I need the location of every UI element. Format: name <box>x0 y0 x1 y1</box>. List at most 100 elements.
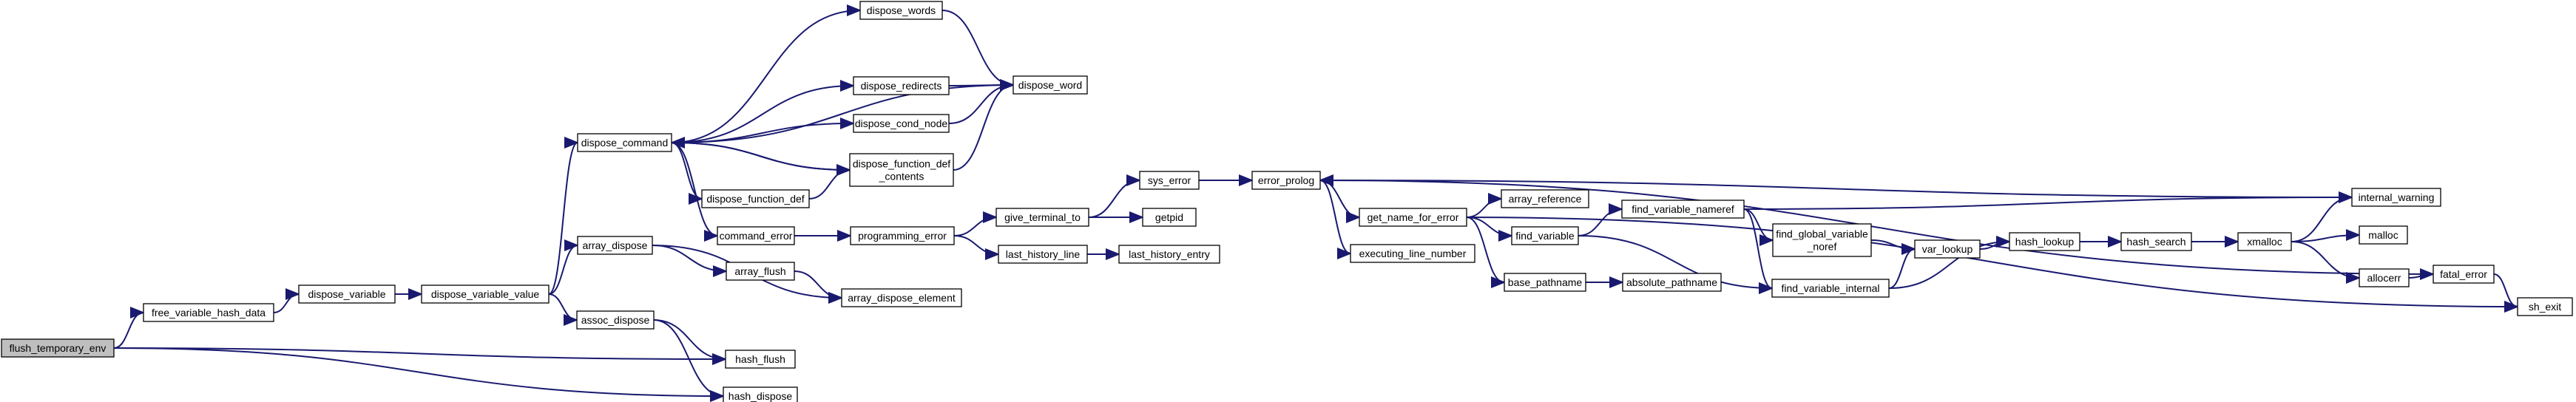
node-fatal-error[interactable]: fatal_error <box>2433 265 2495 284</box>
edge-dispose_variable_value-to-dispose_command <box>548 137 579 295</box>
node-find-variable-internal[interactable]: find_variable_internal <box>1771 279 1890 298</box>
node-array-dispose-element[interactable]: array_dispose_element <box>841 288 962 307</box>
node-error-prolog[interactable]: error_prolog <box>1251 171 1321 190</box>
node-label: sh_exit <box>2529 301 2561 313</box>
node-find-variable[interactable]: find_variable <box>1511 226 1579 245</box>
node-box <box>2359 268 2410 287</box>
node-array-dispose[interactable]: array_dispose <box>577 236 653 255</box>
node-label: last_history_line <box>1006 248 1081 260</box>
node-executing-line-number[interactable]: executing_line_number <box>1350 244 1475 263</box>
edge-flush_temporary_env-to-hash_dispose <box>113 347 725 402</box>
node-programming-error[interactable]: programming_error <box>850 226 955 245</box>
edge-find_variable_nameref-to-find_variable_internal <box>1743 208 1774 294</box>
node-box <box>1139 171 1200 190</box>
node-label: dispose_command <box>581 137 669 149</box>
edge-free_variable_hash_data-to-dispose_variable <box>273 288 300 313</box>
edge-dispose_cond_node-to-dispose_word <box>948 79 1015 124</box>
node-box <box>1251 171 1321 190</box>
node-assoc-dispose[interactable]: assoc_dispose <box>576 310 655 330</box>
node-find-variable-nameref[interactable]: find_variable_nameref <box>1621 200 1745 219</box>
edge-dispose_command-to-dispose_word <box>671 79 1015 143</box>
node-dispose-function-def-contents[interactable]: dispose_function_def_contents <box>849 153 954 187</box>
node-box <box>1622 273 1722 292</box>
node-base-pathname[interactable]: base_pathname <box>1504 273 1586 292</box>
edge-fatal_error-to-sh_exit <box>2493 273 2519 313</box>
node-box <box>1118 245 1220 264</box>
node-dispose-command[interactable]: dispose_command <box>577 133 672 152</box>
node-hash-flush[interactable]: hash_flush <box>725 350 796 369</box>
node-label: array_dispose_element <box>848 292 956 304</box>
node-give-terminal-to[interactable]: give_terminal_to <box>995 208 1089 227</box>
node-box <box>726 262 795 281</box>
node-box <box>850 226 955 245</box>
node-box <box>1013 75 1088 95</box>
edge-programming_error-to-give_terminal_to <box>953 211 998 236</box>
node-box <box>853 114 950 133</box>
node-xmalloc[interactable]: xmalloc <box>2237 232 2292 251</box>
node-label: hash_dispose <box>728 390 793 402</box>
node-label: last_history_entry <box>1129 248 1210 260</box>
edge-assoc_dispose-to-hash_flush <box>653 319 727 365</box>
node-label: var_lookup <box>1922 243 1973 255</box>
node-find-global-variable-noref[interactable]: find_global_variable_noref <box>1772 223 1872 257</box>
edge-dispose_command-to-dispose_function_def <box>671 142 703 205</box>
edge-find_variable_nameref-to-internal_warning <box>1743 191 2353 210</box>
node-label: internal_warning <box>2359 191 2435 203</box>
node-hash-lookup[interactable]: hash_lookup <box>2009 232 2080 251</box>
node-box <box>2351 188 2441 207</box>
node-label: dispose_words <box>867 4 936 16</box>
node-absolute-pathname[interactable]: absolute_pathname <box>1622 273 1722 292</box>
node-malloc[interactable]: malloc <box>2359 225 2408 245</box>
node-last-history-entry[interactable]: last_history_entry <box>1118 245 1220 264</box>
node-box <box>1350 244 1475 263</box>
edge-find_variable-to-find_variable_internal <box>1578 235 1774 294</box>
node-hash-dispose[interactable]: hash_dispose <box>723 386 798 402</box>
node-last-history-line[interactable]: last_history_line <box>998 245 1088 264</box>
node-sh-exit[interactable]: sh_exit <box>2517 297 2573 316</box>
node-hash-search[interactable]: hash_search <box>2120 232 2192 251</box>
node-array-flush[interactable]: array_flush <box>726 262 795 281</box>
node-array-reference[interactable]: array_reference <box>1501 189 1589 208</box>
node-label: dispose_function_def <box>853 158 950 170</box>
node-free-variable-hash-data[interactable]: free_variable_hash_data <box>143 303 274 322</box>
node-label: absolute_pathname <box>1626 276 1717 288</box>
edge-var_lookup-to-hash_lookup <box>1979 236 2011 250</box>
node-label: executing_line_number <box>1359 248 1467 259</box>
node-dispose-variable-value[interactable]: dispose_variable_value <box>421 285 550 304</box>
node-label: free_variable_hash_data <box>152 307 266 318</box>
edge-dispose_command-to-dispose_words <box>671 4 862 143</box>
node-dispose-word[interactable]: dispose_word <box>1013 75 1088 95</box>
node-box <box>2517 297 2573 316</box>
node-box <box>2009 232 2080 251</box>
node-sys-error[interactable]: sys_error <box>1139 171 1200 190</box>
edge-dispose_function_def_contents-to-dispose_command <box>670 137 851 171</box>
node-command-error[interactable]: command_error <box>717 226 795 245</box>
node-var-lookup[interactable]: var_lookup <box>1914 239 1981 259</box>
node-box <box>995 208 1089 227</box>
node-internal-warning[interactable]: internal_warning <box>2351 188 2441 207</box>
node-box <box>1501 189 1589 208</box>
node-box <box>853 76 950 95</box>
edge-assoc_dispose-to-hash_dispose <box>653 319 725 402</box>
edge-get_name_for_error-to-array_reference <box>1466 193 1503 218</box>
edge-layer <box>113 4 2519 402</box>
node-label: find_variable <box>1515 230 1575 242</box>
node-label: hash_lookup <box>2015 236 2075 248</box>
node-flush-temporary-env[interactable]: flush_temporary_env <box>1 338 115 358</box>
node-dispose-variable[interactable]: dispose_variable <box>298 285 396 304</box>
node-get-name-for-error[interactable]: get_name_for_error <box>1359 208 1467 227</box>
edge-dispose_command-to-command_error <box>671 142 719 242</box>
node-dispose-cond-node[interactable]: dispose_cond_node <box>853 114 950 133</box>
edge-xmalloc-to-malloc <box>2291 229 2361 242</box>
node-dispose-function-def[interactable]: dispose_function_def <box>701 189 810 208</box>
node-box <box>577 236 653 255</box>
edge-dispose_function_def_contents-to-dispose_word <box>953 79 1015 171</box>
node-label: dispose_variable <box>308 288 385 300</box>
node-getpid[interactable]: getpid <box>1142 208 1197 227</box>
node-dispose-words[interactable]: dispose_words <box>859 1 943 20</box>
node-box <box>2433 265 2495 284</box>
node-dispose-redirects[interactable]: dispose_redirects <box>853 76 950 95</box>
edge-find_variable_internal-to-hash_lookup <box>1888 236 2011 289</box>
node-allocerr[interactable]: allocerr <box>2359 268 2410 287</box>
edge-find_variable-to-find_variable_nameref <box>1578 203 1623 236</box>
